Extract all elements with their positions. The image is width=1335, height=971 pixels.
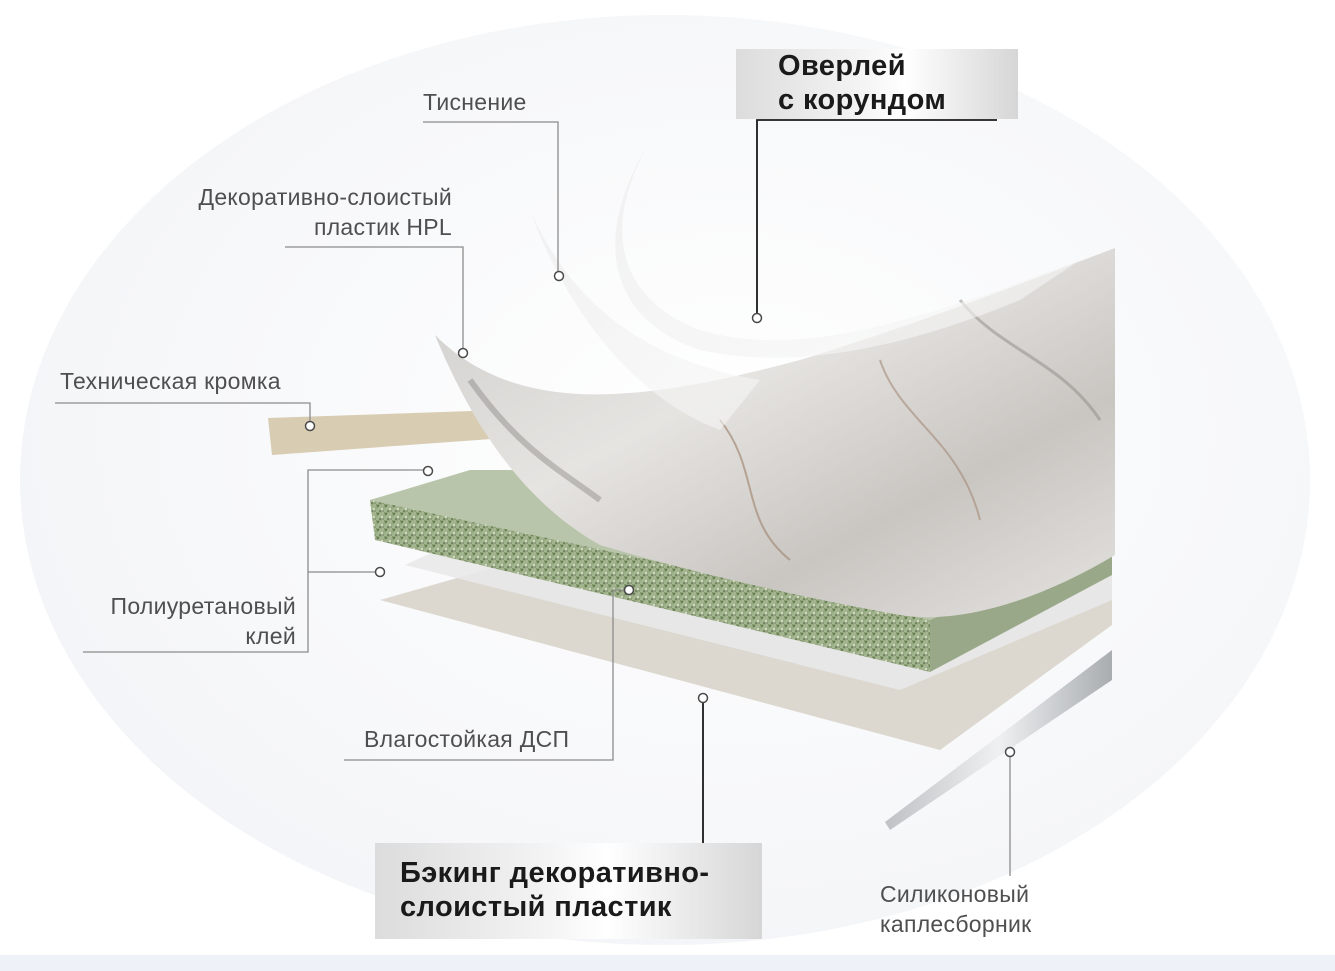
label-drip: Силиконовый каплесборник xyxy=(880,879,1032,939)
label-moisture-chipboard: Влагостойкая ДСП xyxy=(364,726,570,752)
label-drip-line2: каплесборник xyxy=(880,911,1032,937)
hpl-sheet xyxy=(435,248,1115,618)
bottom-band xyxy=(0,955,1335,971)
label-pu-glue-line2: клей xyxy=(245,623,296,649)
marker-pu-glue-1 xyxy=(422,465,434,477)
label-backing-line2: слоистый пластик xyxy=(400,891,672,923)
leader-hpl xyxy=(285,246,464,353)
marker-embossing xyxy=(553,270,565,282)
leader-chipboard xyxy=(344,589,629,761)
label-overlay: Оверлей с корундом xyxy=(736,49,1018,119)
chipboard-edge xyxy=(370,500,930,672)
label-hpl: Декоративно-слоистый пластик HPL xyxy=(130,182,452,242)
label-pu-glue-line1: Полиуретановый xyxy=(110,593,296,619)
label-embossing: Тиснение xyxy=(423,89,527,115)
marker-backing xyxy=(697,692,709,704)
drip-edge xyxy=(885,650,1112,830)
leader-overlay xyxy=(756,119,997,318)
label-hpl-line2: пластик HPL xyxy=(313,214,452,240)
label-overlay-line2: с корундом xyxy=(778,84,947,116)
marker-overlay xyxy=(751,312,763,324)
label-tech-edge: Техническая кромка xyxy=(60,368,281,394)
marker-tech-edge xyxy=(304,420,316,432)
label-backing: Бэкинг декоративно- слоистый пластик xyxy=(375,843,762,939)
label-pu-glue: Полиуретановый клей xyxy=(60,591,296,651)
marker-chipboard xyxy=(623,584,635,596)
overlay-sheet xyxy=(615,145,1080,358)
leader-pu-glue-1 xyxy=(83,469,428,653)
label-hpl-line1: Декоративно-слоистый xyxy=(198,184,452,210)
leader-embossing xyxy=(423,121,559,276)
tech-edge-strip xyxy=(268,410,505,455)
label-overlay-line1: Оверлей xyxy=(778,50,906,82)
marker-drip xyxy=(1004,746,1016,758)
embossing-sheet xyxy=(530,210,760,430)
marker-hpl xyxy=(457,347,469,359)
label-backing-line1: Бэкинг декоративно- xyxy=(400,857,710,889)
marker-pu-glue-2 xyxy=(374,566,386,578)
label-drip-line1: Силиконовый xyxy=(880,881,1030,907)
leader-tech-edge xyxy=(55,402,311,425)
